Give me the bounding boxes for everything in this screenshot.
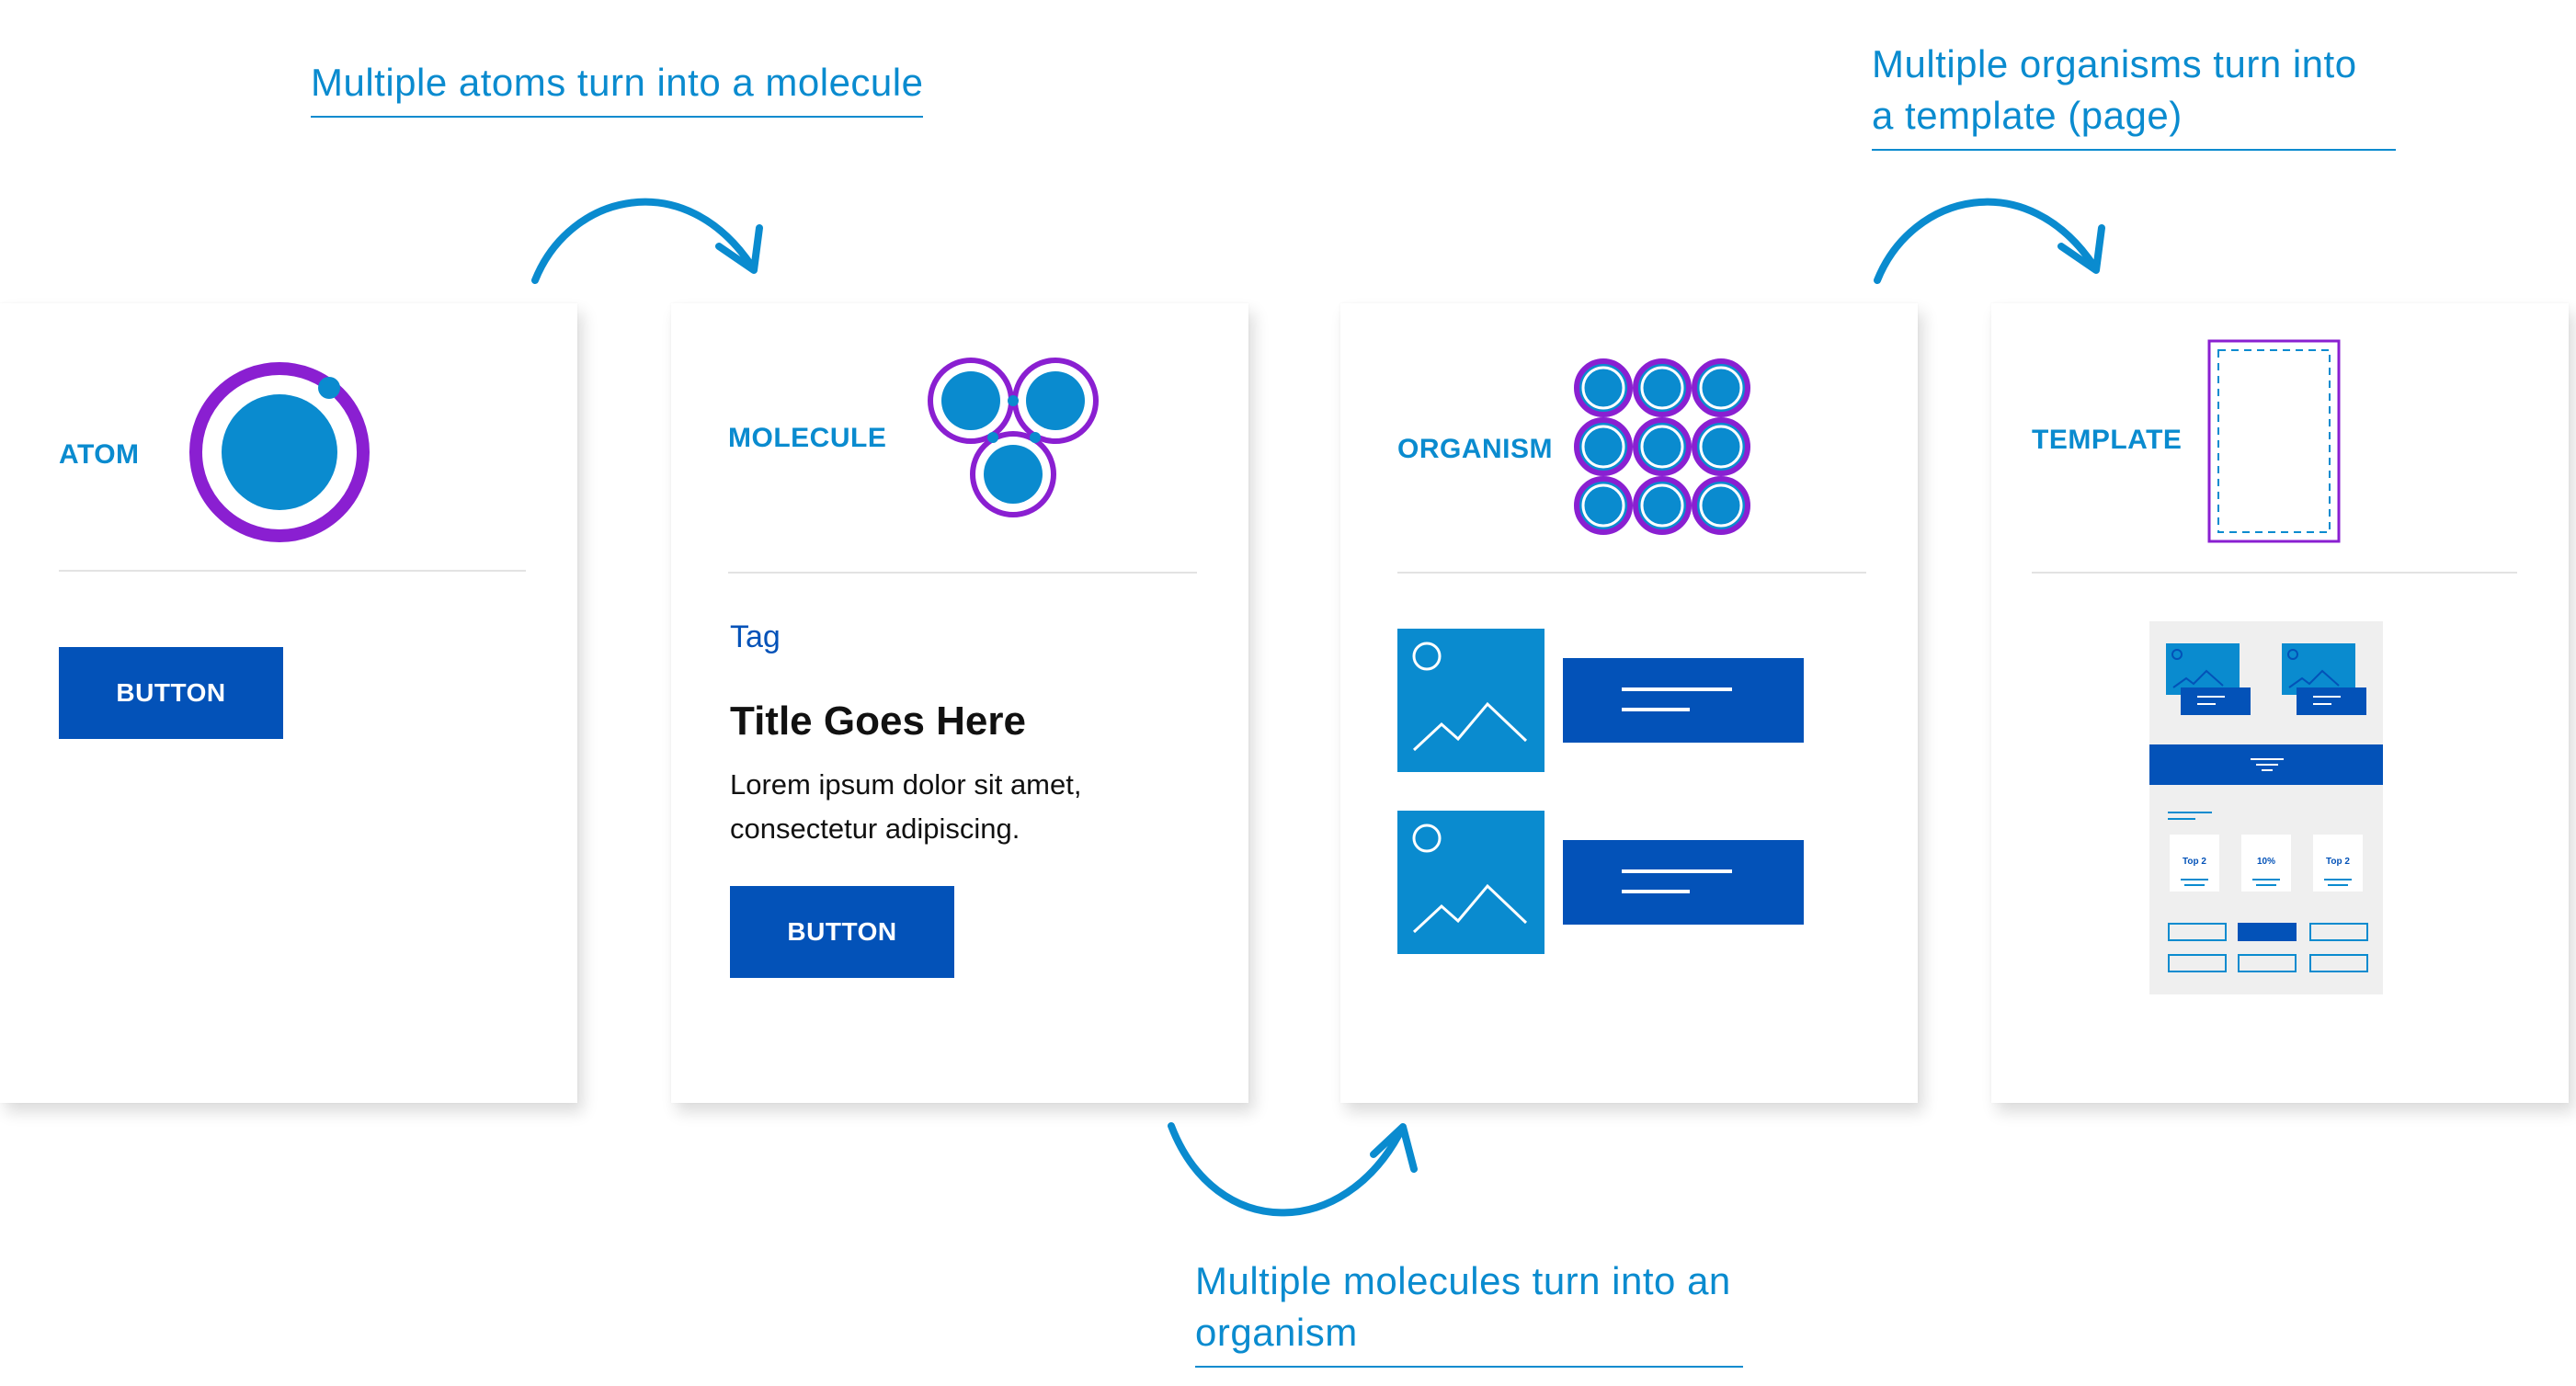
molecule-icon: [928, 358, 1099, 517]
mini-card-line: [2181, 879, 2208, 880]
mini-button: [2309, 954, 2368, 972]
atom-card: ATOM BUTTON: [0, 303, 577, 1103]
card-title: ATOM: [59, 439, 140, 470]
caption-text-line2: a template (page): [1872, 94, 2183, 137]
organism-media-card: [1397, 811, 1804, 954]
template-mini-card: Top 2: [2313, 835, 2363, 892]
mini-card-label: Top 2: [2183, 857, 2206, 867]
mini-card-line: [2256, 884, 2276, 886]
molecule-button[interactable]: BUTTON: [730, 886, 954, 978]
template-banner: [2149, 744, 2383, 785]
arrow-icon: [1168, 1122, 1418, 1217]
caption-atoms-to-molecule: Multiple atoms turn into a molecule: [311, 57, 924, 118]
template-mini-card: Top 2: [2170, 835, 2219, 892]
caption-text: Multiple atoms turn into a molecule: [311, 61, 924, 104]
mini-button: [2168, 923, 2227, 941]
mini-button: [2309, 923, 2368, 941]
image-placeholder-icon: [2282, 643, 2366, 715]
template-card: TEMPLATE: [1991, 303, 2569, 1103]
mini-card-line: [2184, 884, 2205, 886]
caption-text-line1: Multiple organisms turn into: [1872, 42, 2357, 85]
image-placeholder-icon: [2166, 643, 2251, 715]
organism-icon: [1574, 358, 1750, 535]
molecule-card: MOLECULE Tag Title Goes Here Lorem ipsum…: [671, 303, 1248, 1103]
template-preview: Top 2 10% Top 2: [2149, 621, 2383, 994]
mini-button: [2238, 954, 2297, 972]
mini-card-label: 10%: [2256, 857, 2275, 867]
caption-text-line1: Multiple molecules turn into an: [1195, 1259, 1731, 1302]
organism-media-card: [1397, 629, 1804, 772]
caption-molecules-to-organism: Multiple molecules turn into an organism: [1195, 1255, 1743, 1368]
card-title: TEMPLATE: [2032, 425, 2183, 455]
mini-card-label: Top 2: [2326, 857, 2350, 867]
card-divider: [1397, 572, 1866, 574]
card-divider: [2032, 572, 2517, 574]
text-lines-icon: [2168, 812, 2212, 820]
menu-lines-icon: [2251, 758, 2284, 771]
molecule-tag: Tag: [730, 619, 781, 654]
card-divider: [728, 572, 1197, 574]
card-title: MOLECULE: [728, 423, 887, 453]
atom-icon: [189, 362, 370, 542]
mini-card-line: [2328, 884, 2348, 886]
caption-organisms-to-template: Multiple organisms turn into a template …: [1872, 39, 2396, 151]
mini-card-line: [2252, 879, 2280, 880]
template-icon: [2207, 339, 2341, 543]
mini-button: [2168, 954, 2227, 972]
template-mini-card: 10%: [2241, 835, 2291, 892]
arrow-icon: [1874, 198, 2105, 284]
card-divider: [59, 570, 526, 572]
caption-text-line2: organism: [1195, 1311, 1358, 1354]
card-title: ORGANISM: [1397, 434, 1553, 464]
atom-button[interactable]: BUTTON: [59, 647, 283, 739]
organism-card: ORGANISM: [1340, 303, 1918, 1103]
mini-card-line: [2324, 879, 2352, 880]
mini-button: [2238, 923, 2297, 941]
molecule-heading: Title Goes Here: [730, 699, 1026, 744]
arrow-icon: [531, 198, 763, 284]
molecule-body: Lorem ipsum dolor sit amet, consectetur …: [730, 768, 1082, 845]
